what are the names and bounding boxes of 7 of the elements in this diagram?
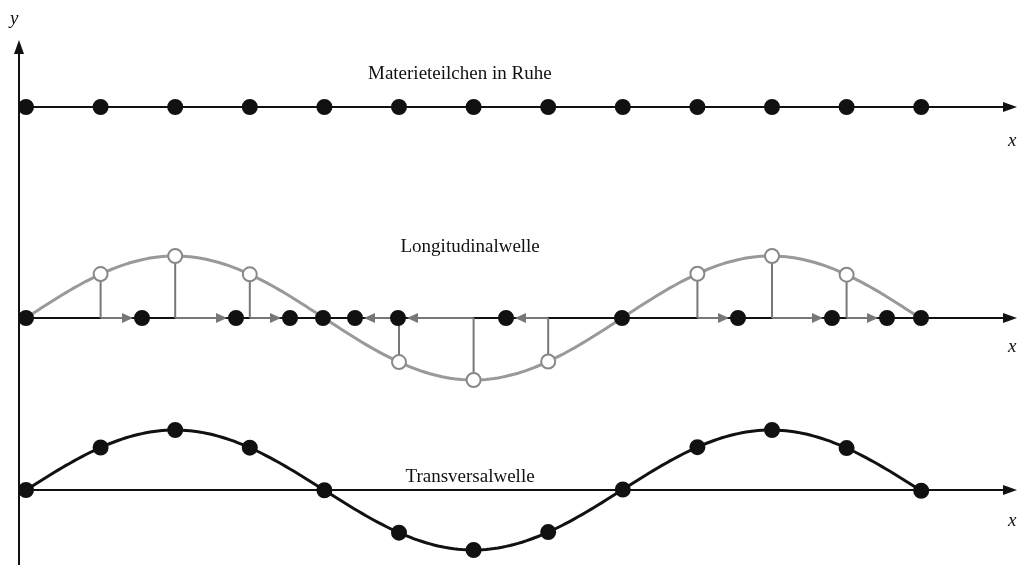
axis-label: x: [1008, 130, 1017, 149]
axis-label: y: [10, 8, 19, 27]
axis-label: x: [1008, 336, 1017, 355]
axis-label: x: [1008, 510, 1017, 529]
row-title: Materieteilchen in Ruhe: [368, 63, 552, 82]
row-title: Longitudinalwelle: [400, 236, 540, 255]
row-title: Transversalwelle: [405, 466, 535, 485]
